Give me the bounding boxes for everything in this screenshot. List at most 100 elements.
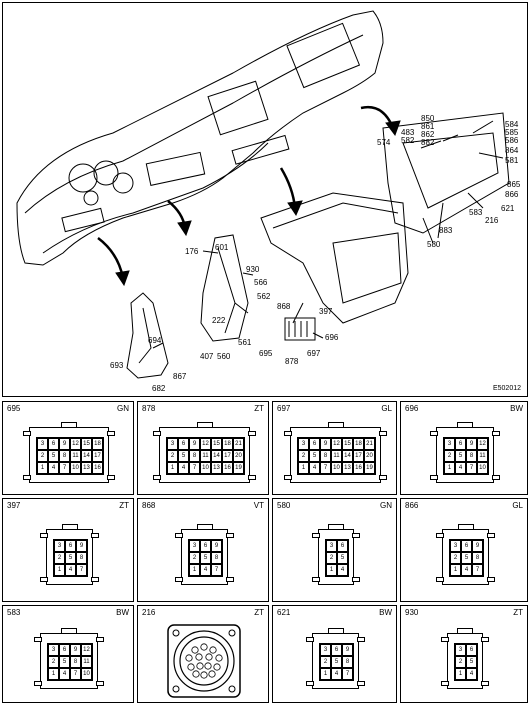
housing-foot	[379, 475, 387, 480]
connector-pin: 8	[342, 656, 353, 668]
connector-pin: 7	[472, 564, 483, 576]
housing-foot	[492, 475, 500, 480]
connector-pin: 3	[48, 644, 59, 656]
connector-pin: 7	[76, 564, 87, 576]
housing-foot	[248, 431, 256, 436]
connector-pin: 9	[59, 438, 70, 450]
connector-pin: 1	[450, 564, 461, 576]
connector-latch	[196, 422, 213, 428]
connector-color-code: BW	[379, 608, 392, 617]
callout-586: 586	[505, 136, 519, 145]
connector-pin: 11	[331, 450, 342, 462]
housing-foot	[175, 533, 183, 538]
housing-foot	[306, 681, 314, 686]
connector-latch	[457, 524, 474, 530]
connector-pin: 4	[461, 564, 472, 576]
callout-850: 850	[421, 114, 435, 123]
callout-694: 694	[148, 336, 162, 345]
connector-pin: 1	[298, 462, 309, 474]
housing-foot	[352, 577, 360, 582]
connector-id: 621	[277, 608, 291, 617]
connector-latch	[61, 524, 78, 530]
housing-foot	[96, 637, 104, 642]
connector-pin: 12	[331, 438, 342, 450]
connector-pin: 14	[81, 450, 92, 462]
connector-pin: 4	[59, 668, 70, 680]
connector-pin	[213, 663, 221, 671]
connector-pin: 4	[337, 564, 348, 576]
connector-pin: 8	[211, 552, 222, 564]
dashboard-drawing	[16, 10, 510, 379]
connector-pin: 6	[337, 540, 348, 552]
connector-id: 878	[142, 404, 156, 413]
callout-580: 580	[427, 240, 441, 249]
connector-pin: 9	[211, 540, 222, 552]
connector-pin: 5	[65, 552, 76, 564]
housing-foot	[91, 533, 99, 538]
connector-pin: 8	[472, 552, 483, 564]
connector-pin: 10	[200, 462, 211, 474]
connector-pin: 7	[320, 462, 331, 474]
housing-foot	[23, 431, 31, 436]
callout-216: 216	[485, 216, 499, 225]
housing-foot	[34, 637, 42, 642]
connector-pin: 1	[455, 668, 466, 680]
connector-pin: 11	[81, 656, 92, 668]
connector-pin: 13	[81, 462, 92, 474]
connector-color-code: BW	[510, 404, 523, 413]
connector-pin: 1	[189, 564, 200, 576]
housing-foot	[248, 475, 256, 480]
callout-561: 561	[238, 338, 252, 347]
connector-pin: 7	[189, 462, 200, 474]
connector-ring	[179, 636, 229, 686]
callout-585: 585	[505, 128, 519, 137]
connector-pin: 9	[70, 644, 81, 656]
connector-pin: 1	[320, 668, 331, 680]
connector-pin: 8	[189, 450, 200, 462]
connector-pin: 1	[37, 462, 48, 474]
connector-color-code: GN	[380, 501, 392, 510]
connector-pin: 5	[466, 656, 477, 668]
callout-866: 866	[505, 190, 519, 199]
connector-pin: 3	[54, 540, 65, 552]
connector-pin: 3	[326, 540, 337, 552]
callout-682: 682	[152, 384, 166, 393]
connector-pin: 2	[189, 552, 200, 564]
callout-582: 582	[401, 136, 415, 145]
connector-pin: 18	[92, 438, 103, 450]
connector-pin: 6	[309, 438, 320, 450]
connector-pin: 12	[70, 438, 81, 450]
connector-pin	[200, 671, 208, 679]
housing-foot	[436, 533, 444, 538]
connector-pin: 14	[211, 450, 222, 462]
connector-pin: 8	[70, 656, 81, 668]
connector-pin: 21	[233, 438, 244, 450]
connector-pin: 7	[466, 462, 477, 474]
housing-foot	[352, 533, 360, 538]
connector-pin	[187, 663, 195, 671]
connector-pin: 2	[167, 450, 178, 462]
connector-pin: 10	[331, 462, 342, 474]
connector-pin: 5	[178, 450, 189, 462]
connector-color-code: ZT	[254, 608, 264, 617]
housing-foot	[40, 577, 48, 582]
callout-862: 862	[421, 130, 435, 139]
housing-foot	[379, 431, 387, 436]
connector-pin: 14	[342, 450, 353, 462]
connector-color-code: VT	[253, 501, 264, 510]
housing-foot	[312, 577, 320, 582]
connector-pin: 15	[342, 438, 353, 450]
figure-code: E502012	[492, 385, 521, 392]
housing-foot	[107, 475, 115, 480]
callout-883: 883	[439, 226, 453, 235]
connector-pin: 16	[353, 462, 364, 474]
connector-pin: 10	[477, 462, 488, 474]
callout-864: 864	[505, 146, 519, 155]
